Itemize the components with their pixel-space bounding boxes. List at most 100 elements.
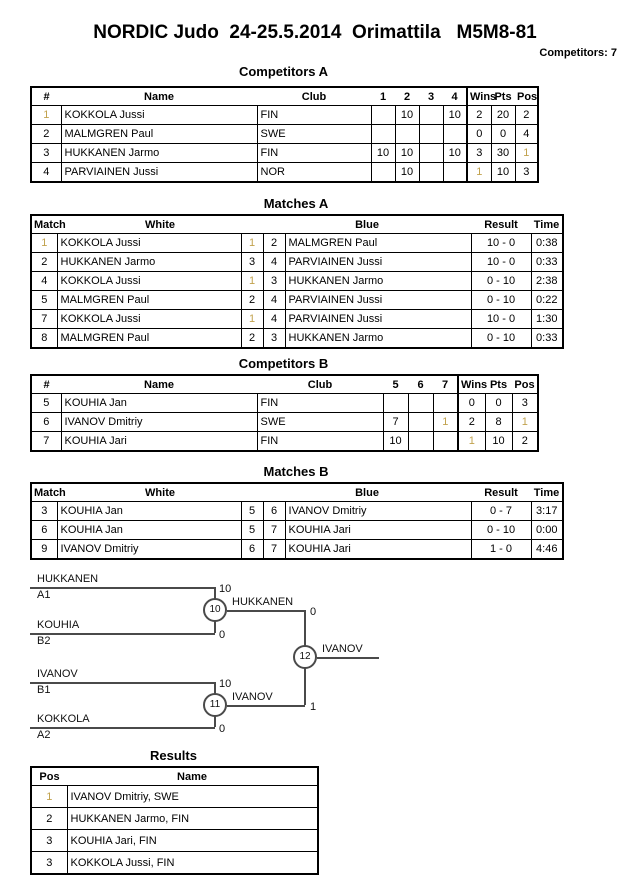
- bracket-winner-name: IVANOV: [232, 691, 273, 703]
- cell-match-number: 8: [30, 328, 58, 349]
- table-row: 1 KOKKOLA Jussi 1 2 MALMGREN Paul 10 - 0…: [30, 233, 564, 253]
- column-header-club: Club: [257, 87, 371, 106]
- cell-time: 0:33: [530, 328, 564, 349]
- column-header-pos: Pos: [512, 375, 538, 394]
- column-header-wins: Wins: [466, 87, 496, 106]
- cell-score: [442, 124, 468, 144]
- column-header-pos: Pos: [31, 767, 67, 786]
- table-row: 9 IVANOV Dmitriy 6 7 KOUHIA Jari 1 - 0 4…: [30, 539, 564, 560]
- cell-blue-number: 7: [262, 520, 286, 540]
- cell-white-number: 2: [240, 328, 264, 349]
- cell-pos: 3: [514, 162, 539, 183]
- bracket-seed-label: B1: [37, 684, 51, 696]
- column-header-pos: Pos: [515, 87, 538, 106]
- cell-score: [418, 105, 444, 125]
- cell-name: IVANOV Dmitriy: [60, 412, 258, 432]
- cell-blue-number: 7: [262, 539, 286, 560]
- bracket-slot-name: IVANOV: [37, 668, 78, 680]
- cell-time: 3:17: [530, 501, 564, 521]
- table-row: 5 KOUHIA Jan FIN 0 0 3: [30, 393, 539, 413]
- column-header-time: Time: [531, 483, 564, 502]
- cell-white-number: 5: [240, 501, 264, 521]
- cell-pts: 30: [490, 143, 516, 163]
- cell-pts: 0: [490, 124, 516, 144]
- cell-score: 10: [394, 105, 420, 125]
- cell-score: [394, 124, 420, 144]
- table-row: 3 KOUHIA Jan 5 6 IVANOV Dmitriy 0 - 7 3:…: [30, 501, 564, 521]
- cell-blue-name: PARVIAINEN Jussi: [284, 252, 472, 272]
- header-row: # Name Club 5 6 7 Wins Pts Pos: [31, 375, 538, 394]
- cell-pos: 1: [30, 785, 68, 808]
- table-row: 3 KOUHIA Jari, FIN: [30, 829, 319, 852]
- cell-score: [418, 162, 444, 183]
- cell-number: 1: [30, 105, 62, 125]
- cell-result: 0 - 10: [470, 271, 532, 291]
- cell-score: 10: [382, 431, 409, 452]
- cell-white-name: MALMGREN Paul: [56, 328, 242, 349]
- table-row: 3 KOKKOLA Jussi, FIN: [30, 851, 319, 875]
- table-row: 1 IVANOV Dmitriy, SWE: [30, 785, 319, 808]
- cell-blue-name: PARVIAINEN Jussi: [284, 309, 472, 329]
- cell-result: 10 - 0: [470, 233, 532, 253]
- cell-name: KOUHIA Jari: [60, 431, 258, 452]
- cell-white-number: 6: [240, 539, 264, 560]
- cell-blue-number: 3: [262, 271, 286, 291]
- column-header-opp2: 2: [395, 87, 419, 106]
- cell-result: 0 - 10: [470, 328, 532, 349]
- cell-score: [370, 124, 396, 144]
- matches-b-table: Match White Blue Result Time 3 KOUHIA Ja…: [30, 482, 565, 560]
- bracket-line: [30, 682, 215, 684]
- column-header-pts: Pts: [491, 87, 515, 106]
- bracket-score: 1: [310, 701, 317, 713]
- bracket-line: [227, 610, 305, 612]
- bracket-seed-label: A1: [37, 589, 51, 601]
- column-header-result: Result: [471, 215, 532, 234]
- cell-match-number: 6: [30, 520, 58, 540]
- column-header-blue: Blue: [263, 215, 472, 234]
- cell-match-number: 7: [30, 309, 58, 329]
- cell-wins: 1: [457, 431, 486, 452]
- cell-blue-name: PARVIAINEN Jussi: [284, 290, 472, 310]
- cell-score: [442, 162, 468, 183]
- cell-white-name: KOKKOLA Jussi: [56, 233, 242, 253]
- cell-white-name: HUKKANEN Jarmo: [56, 252, 242, 272]
- cell-blue-name: KOUHIA Jari: [284, 520, 472, 540]
- bracket-line: [227, 705, 305, 707]
- cell-score: [370, 162, 396, 183]
- cell-club: FIN: [256, 105, 372, 125]
- table-row: 5 MALMGREN Paul 2 4 PARVIAINEN Jussi 0 -…: [30, 290, 564, 310]
- section-title-matches-b: Matches B: [263, 464, 329, 479]
- column-header-wins: Wins: [457, 375, 487, 394]
- cell-number: 5: [30, 393, 62, 413]
- cell-club: FIN: [256, 393, 384, 413]
- cell-club: FIN: [256, 431, 384, 452]
- table-row: 4 PARVIAINEN Jussi NOR 10 1 10 3: [30, 162, 539, 183]
- cell-pts: 0: [484, 393, 513, 413]
- cell-result: 0 - 7: [470, 501, 532, 521]
- column-header-opp7: 7: [433, 375, 458, 394]
- cell-name: HUKKANEN Jarmo, FIN: [66, 807, 319, 830]
- cell-time: 2:38: [530, 271, 564, 291]
- cell-wins: 2: [457, 412, 486, 432]
- cell-score: [418, 143, 444, 163]
- cell-score: [432, 431, 459, 452]
- cell-score: 10: [442, 143, 468, 163]
- bracket-winner-name: IVANOV: [322, 643, 363, 655]
- cell-pts: 10: [484, 431, 513, 452]
- cell-name: KOKKOLA Jussi, FIN: [66, 851, 319, 875]
- cell-pts: 20: [490, 105, 516, 125]
- bracket-seed-label: A2: [37, 729, 51, 741]
- cell-result: 0 - 10: [470, 290, 532, 310]
- cell-blue-name: HUKKANEN Jarmo: [284, 328, 472, 349]
- final-bracket: HUKKANEN A1 10 KOUHIA B2 0 10 HUKKANEN 0…: [0, 570, 630, 750]
- cell-number: 3: [30, 143, 62, 163]
- cell-blue-name: KOUHIA Jari: [284, 539, 472, 560]
- cell-blue-number: 6: [262, 501, 286, 521]
- cell-score: [432, 393, 459, 413]
- cell-time: 4:46: [530, 539, 564, 560]
- table-row: 2 HUKKANEN Jarmo 3 4 PARVIAINEN Jussi 10…: [30, 252, 564, 272]
- bracket-score: 0: [310, 606, 317, 618]
- cell-time: 0:38: [530, 233, 564, 253]
- competitors-a-table: # Name Club 1 2 3 4 Wins Pts Pos 1 KOKKO…: [30, 86, 539, 183]
- cell-white-number: 5: [240, 520, 264, 540]
